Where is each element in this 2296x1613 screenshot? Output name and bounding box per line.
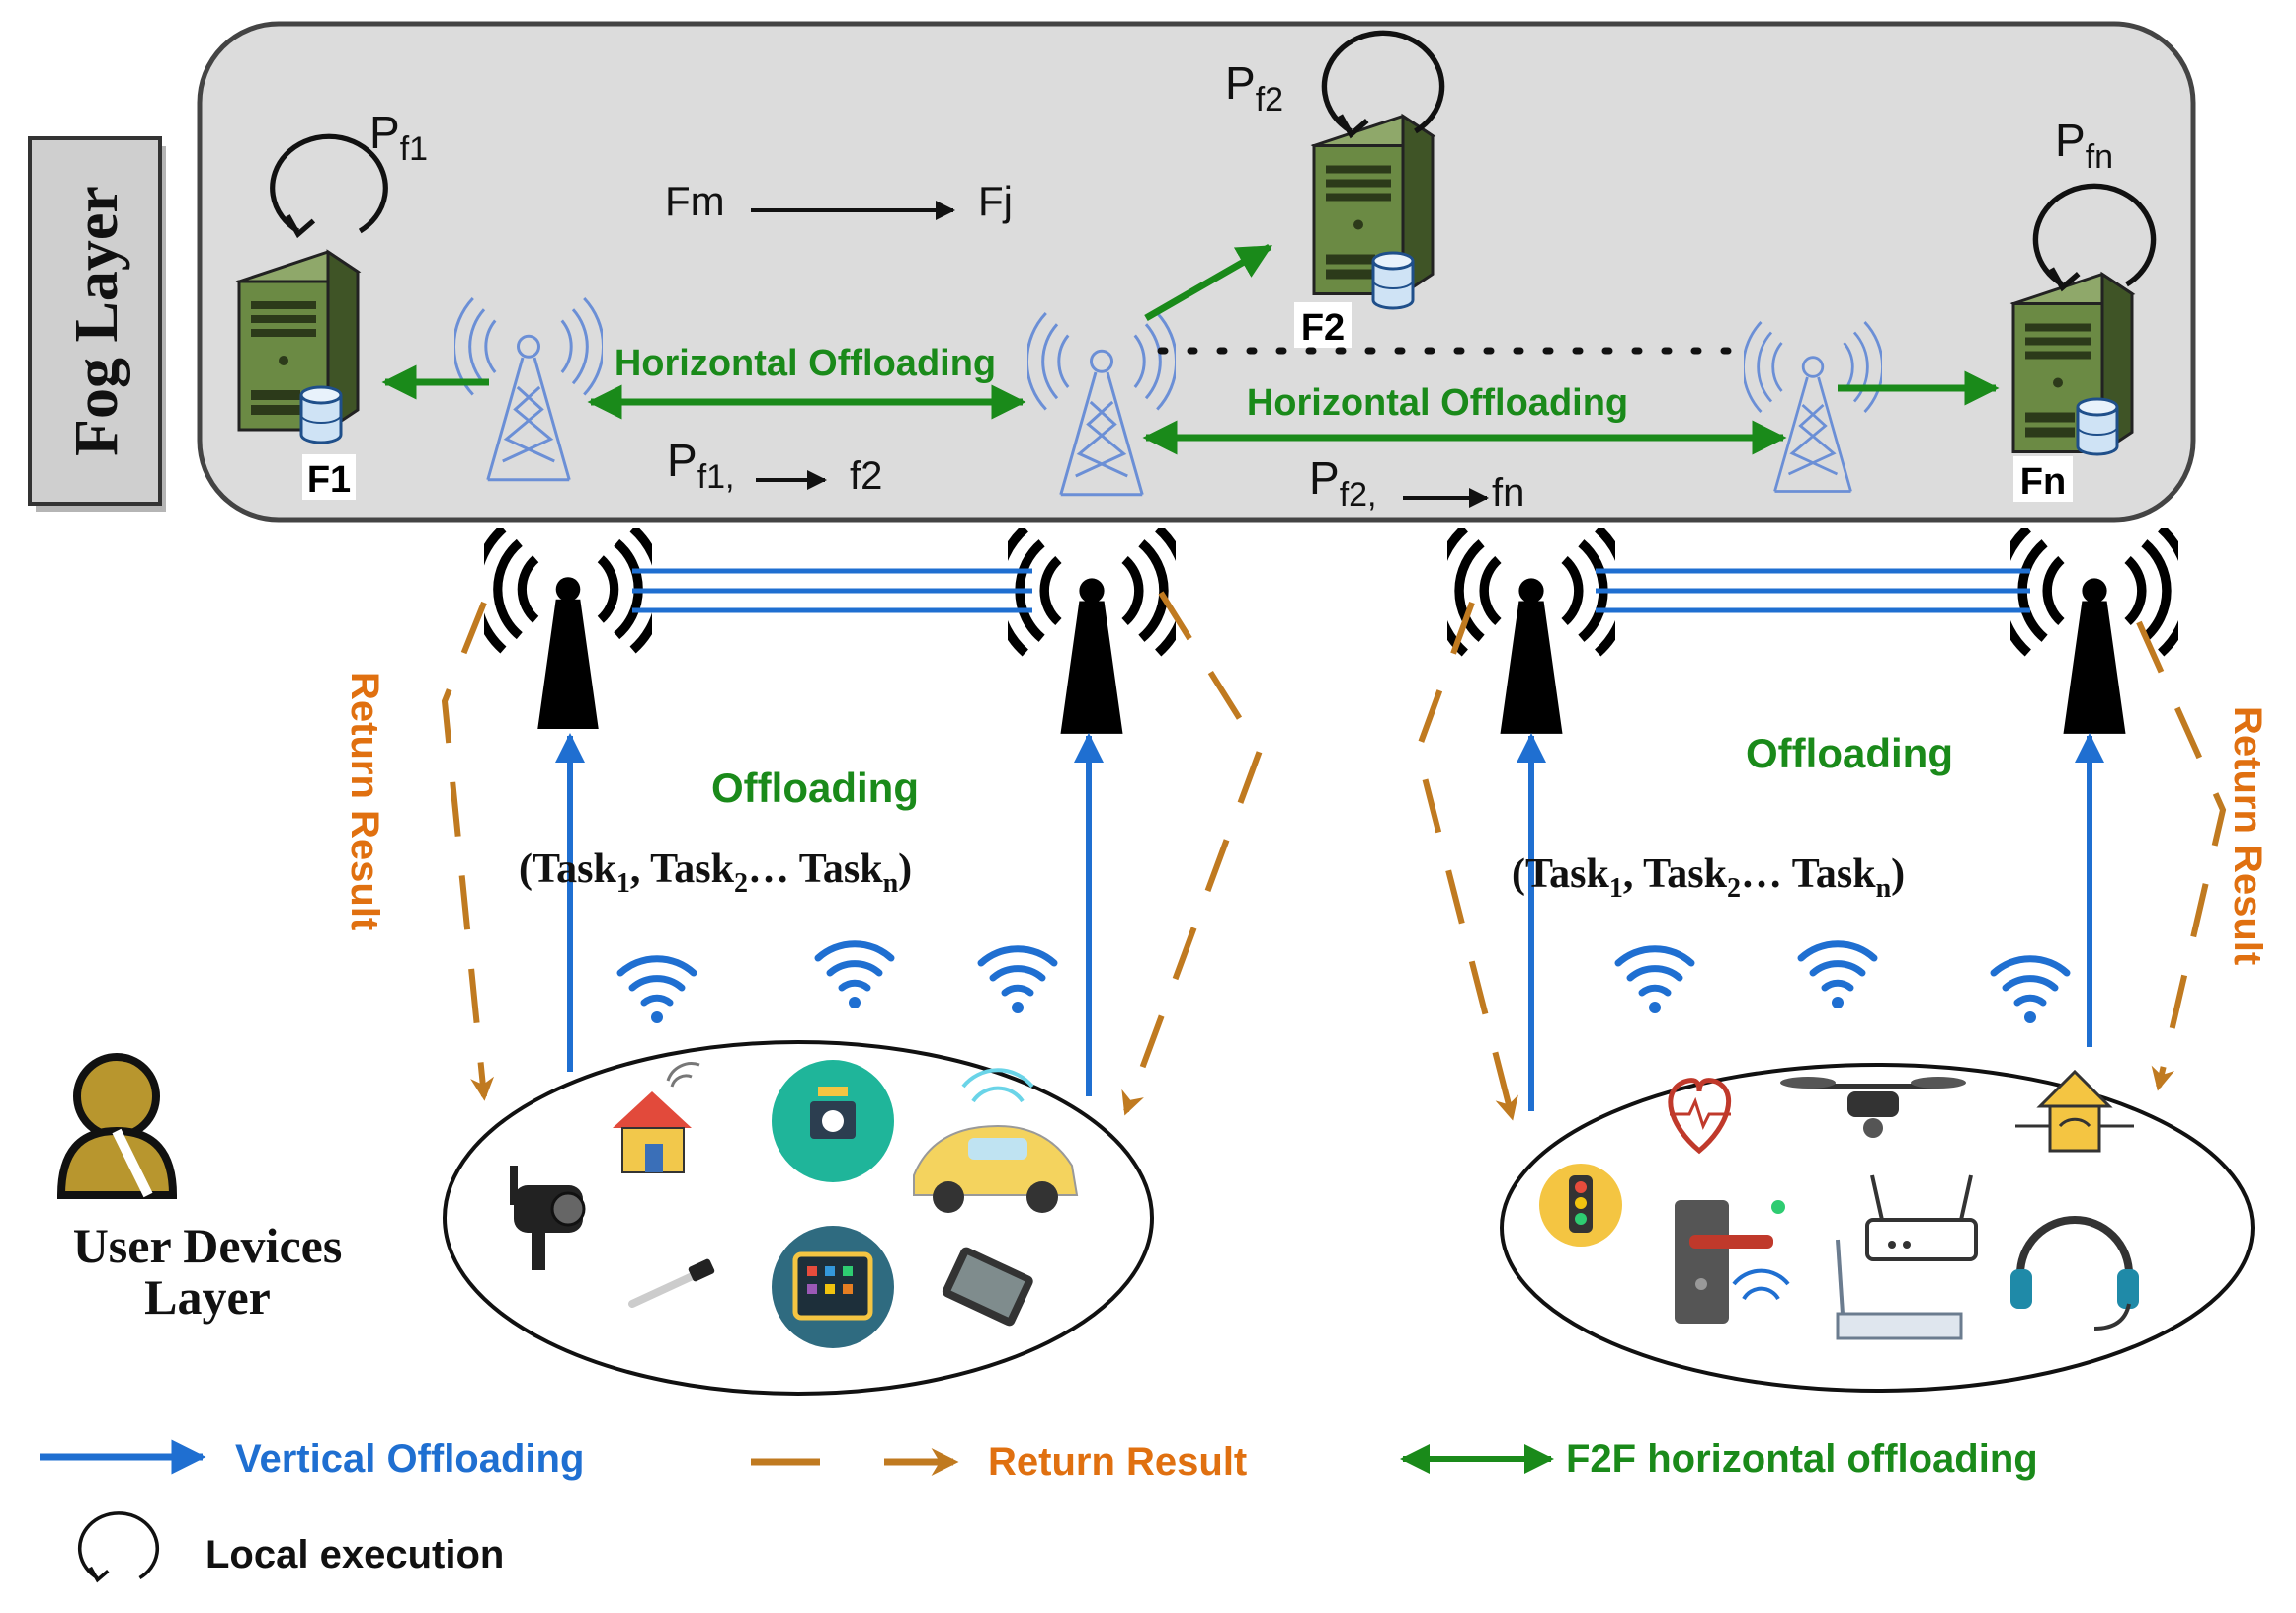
pf2fn-target: fn [1492,471,1524,515]
traffic-light-icon [1539,1164,1622,1247]
wifi-icon [981,949,1054,1013]
svg-text:Pf1,: Pf1, [667,435,735,496]
smartphone-icon [942,1247,1033,1327]
wifi-icon [1618,949,1691,1013]
database-icon [299,385,343,444]
legend-local-execution-label: Local execution [205,1533,504,1576]
legend-return-result: Return Result [751,1440,1247,1484]
fm-fj-relation: Fm Fj [665,178,1013,224]
smart-home-icon [2015,1069,2134,1153]
return-result-arrows [441,591,2227,1121]
house-icon [613,1062,700,1173]
svg-text:Pf2: Pf2 [1225,57,1283,119]
legend-f2f-horizontal-label: F2F horizontal offloading [1566,1437,2038,1481]
smartwatch-icon [772,1226,894,1348]
pf2-sub: f2 [1256,81,1283,119]
headset-icon [2010,1216,2139,1331]
horizontal-offloading-label-1: Horizontal Offloading [615,343,996,384]
legend: Vertical Offloading Return Result F2F ho… [40,1437,2038,1582]
fog-node-f2: F2 Pf2 [1225,33,1442,349]
legend-return-result-label: Return Result [988,1440,1247,1484]
user-devices-label-group: User Devices Layer [56,1053,343,1325]
legend-vertical-offloading: Vertical Offloading [40,1437,584,1481]
fog-node-f1: F1 Pf1 [237,107,428,501]
legend-f2f-horizontal: F2F horizontal offloading [1400,1437,2038,1481]
pf1f2-main: P [667,435,697,486]
pfn-main: P [2055,115,2086,166]
device-cluster-left [443,1040,1154,1396]
pf2-main: P [1225,57,1256,109]
fm-label: Fm [665,178,725,224]
fog-node-f1-label: F1 [307,459,351,501]
access-point-icon [1836,1239,1963,1340]
cell-tower-icon [2000,528,2188,734]
horizontal-offloading-label-2: Horizontal Offloading [1247,382,1628,424]
legend-vertical-offloading-label: Vertical Offloading [235,1437,584,1481]
base-station-links [632,568,2030,613]
sensor-icon [628,1258,715,1308]
fog-layer-label-box: Fog Layer [28,136,166,512]
fj-label: Fj [978,178,1013,224]
pf1-main: P [369,107,400,158]
pf1f2-target: f2 [850,454,882,498]
user-devices-label-line1: User Devices [73,1218,343,1273]
svg-text:Pf1: Pf1 [369,107,428,168]
vertical-offloading-arrows [555,733,2104,1111]
pf2fn-sub: f2, [1340,476,1377,514]
pf1-f2-label: Pf1, f2 [667,435,882,498]
pfn-sub: fn [2086,138,2113,176]
fog-node-f2-label: F2 [1301,307,1345,349]
pf2fn-main: P [1309,452,1340,504]
wifi-icon [620,959,694,1023]
camera-drone-icon [772,1060,894,1182]
task-list-left: (Task1, Task2… Taskn) [519,847,912,899]
local-execution-loop-icon [77,1510,160,1582]
router-icon [1865,1174,1978,1261]
offloading-label-left: Offloading [711,765,919,811]
smart-lock-icon [1675,1200,1790,1324]
fog-layer-label: Fog Layer [63,186,130,456]
pf2-fn-label: Pf2, fn [1309,452,1524,515]
car-icon [913,1068,1079,1213]
cell-tower-icon [476,528,661,729]
offloading-label-right: Offloading [1746,730,1953,776]
database-icon [1371,251,1415,310]
fog-node-fn: Fn Pfn [2011,115,2154,503]
user-devices-label-line2: Layer [144,1269,271,1325]
pf1-sub: f1 [400,130,428,168]
wifi-icon [1994,959,2067,1023]
cell-tower-icon [997,528,1186,734]
task-list-right: (Task1, Task2… Taskn) [1512,851,1905,904]
return-result-label-left: Return Result [343,672,386,930]
fog-node-fn-label: Fn [2020,461,2066,503]
offload-to-f2-arrow [1144,243,1273,322]
database-icon [2076,397,2119,456]
user-icon [56,1053,178,1199]
cell-tower-icon [1436,528,1625,734]
camera-icon [510,1166,586,1270]
pf1f2-sub: f1, [697,458,735,496]
drone-icon [1780,1077,1966,1138]
svg-text:Pfn: Pfn [2055,115,2113,176]
wifi-icon [818,944,891,1008]
legend-local-execution: Local execution [77,1510,504,1582]
svg-text:Pf2,: Pf2, [1309,452,1377,514]
device-cluster-right [1500,1063,2255,1393]
return-result-label-right: Return Result [2226,706,2269,965]
heart-monitor-icon [1668,1078,1732,1155]
wifi-icon [1801,944,1874,1008]
